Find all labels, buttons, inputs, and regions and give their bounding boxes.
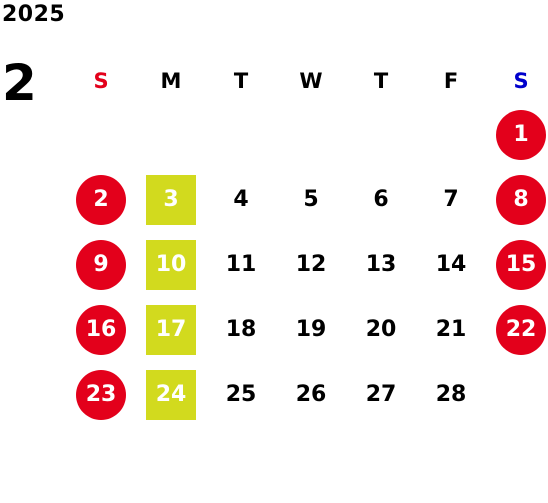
- day-cell: [346, 102, 416, 167]
- day-cell: 4: [206, 167, 276, 232]
- day-cell: 7: [416, 167, 486, 232]
- day-cell: 15: [486, 232, 548, 297]
- day-13[interactable]: 13: [365, 252, 397, 277]
- day-27[interactable]: 27: [365, 382, 397, 407]
- day-cell: 12: [276, 232, 346, 297]
- day-cell: 8: [486, 167, 548, 232]
- day-7[interactable]: 7: [443, 187, 459, 212]
- weekday-header-sun: S: [93, 69, 109, 93]
- day-cell: 24: [136, 362, 206, 427]
- day-1[interactable]: 1: [496, 109, 546, 160]
- day-cell: 13: [346, 232, 416, 297]
- day-18[interactable]: 18: [225, 317, 257, 342]
- day-cell: 19: [276, 297, 346, 362]
- day-8[interactable]: 8: [496, 174, 546, 225]
- day-14[interactable]: 14: [435, 252, 467, 277]
- day-cell: [416, 102, 486, 167]
- day-2[interactable]: 2: [76, 174, 126, 225]
- day-20[interactable]: 20: [365, 317, 397, 342]
- day-12[interactable]: 12: [295, 252, 327, 277]
- weekday-header-wed: W: [299, 69, 323, 93]
- day-17[interactable]: 17: [146, 304, 196, 355]
- day-23[interactable]: 23: [76, 369, 126, 420]
- day-cell: [66, 102, 136, 167]
- day-cell: 23: [66, 362, 136, 427]
- day-cell: [206, 102, 276, 167]
- weekday-header-thu: T: [373, 69, 389, 93]
- weekday-header-fri: F: [443, 69, 459, 93]
- day-cell: 6: [346, 167, 416, 232]
- month-label: 2: [2, 54, 37, 112]
- day-cell: 10: [136, 232, 206, 297]
- day-4[interactable]: 4: [233, 187, 249, 212]
- day-15[interactable]: 15: [496, 239, 546, 290]
- weekday-header-tue: T: [233, 69, 249, 93]
- day-cell: 25: [206, 362, 276, 427]
- day-cell: 2: [66, 167, 136, 232]
- day-11[interactable]: 11: [225, 252, 257, 277]
- weekday-header-sat: S: [513, 69, 529, 93]
- day-21[interactable]: 21: [435, 317, 467, 342]
- day-cell: [136, 102, 206, 167]
- day-16[interactable]: 16: [76, 304, 126, 355]
- day-cell: 14: [416, 232, 486, 297]
- weekday-header-mon: M: [160, 69, 182, 93]
- day-cell: 18: [206, 297, 276, 362]
- day-19[interactable]: 19: [295, 317, 327, 342]
- day-cell: [276, 102, 346, 167]
- day-cell: 16: [66, 297, 136, 362]
- day-cell: 27: [346, 362, 416, 427]
- day-cell: [486, 362, 548, 427]
- day-5[interactable]: 5: [303, 187, 319, 212]
- day-cell: 1: [486, 102, 548, 167]
- day-26[interactable]: 26: [295, 382, 327, 407]
- year-label: 2025: [2, 2, 66, 27]
- day-28[interactable]: 28: [435, 382, 467, 407]
- day-6[interactable]: 6: [373, 187, 389, 212]
- day-3[interactable]: 3: [146, 174, 196, 225]
- day-cell: 21: [416, 297, 486, 362]
- day-10[interactable]: 10: [146, 239, 196, 290]
- day-cell: 22: [486, 297, 548, 362]
- day-cell: 28: [416, 362, 486, 427]
- day-cell: 20: [346, 297, 416, 362]
- day-cell: 9: [66, 232, 136, 297]
- day-cell: 17: [136, 297, 206, 362]
- day-cell: 3: [136, 167, 206, 232]
- day-cell: 11: [206, 232, 276, 297]
- day-cell: 26: [276, 362, 346, 427]
- day-9[interactable]: 9: [76, 239, 126, 290]
- day-cell: 5: [276, 167, 346, 232]
- day-22[interactable]: 22: [496, 304, 546, 355]
- day-25[interactable]: 25: [225, 382, 257, 407]
- day-24[interactable]: 24: [146, 369, 196, 420]
